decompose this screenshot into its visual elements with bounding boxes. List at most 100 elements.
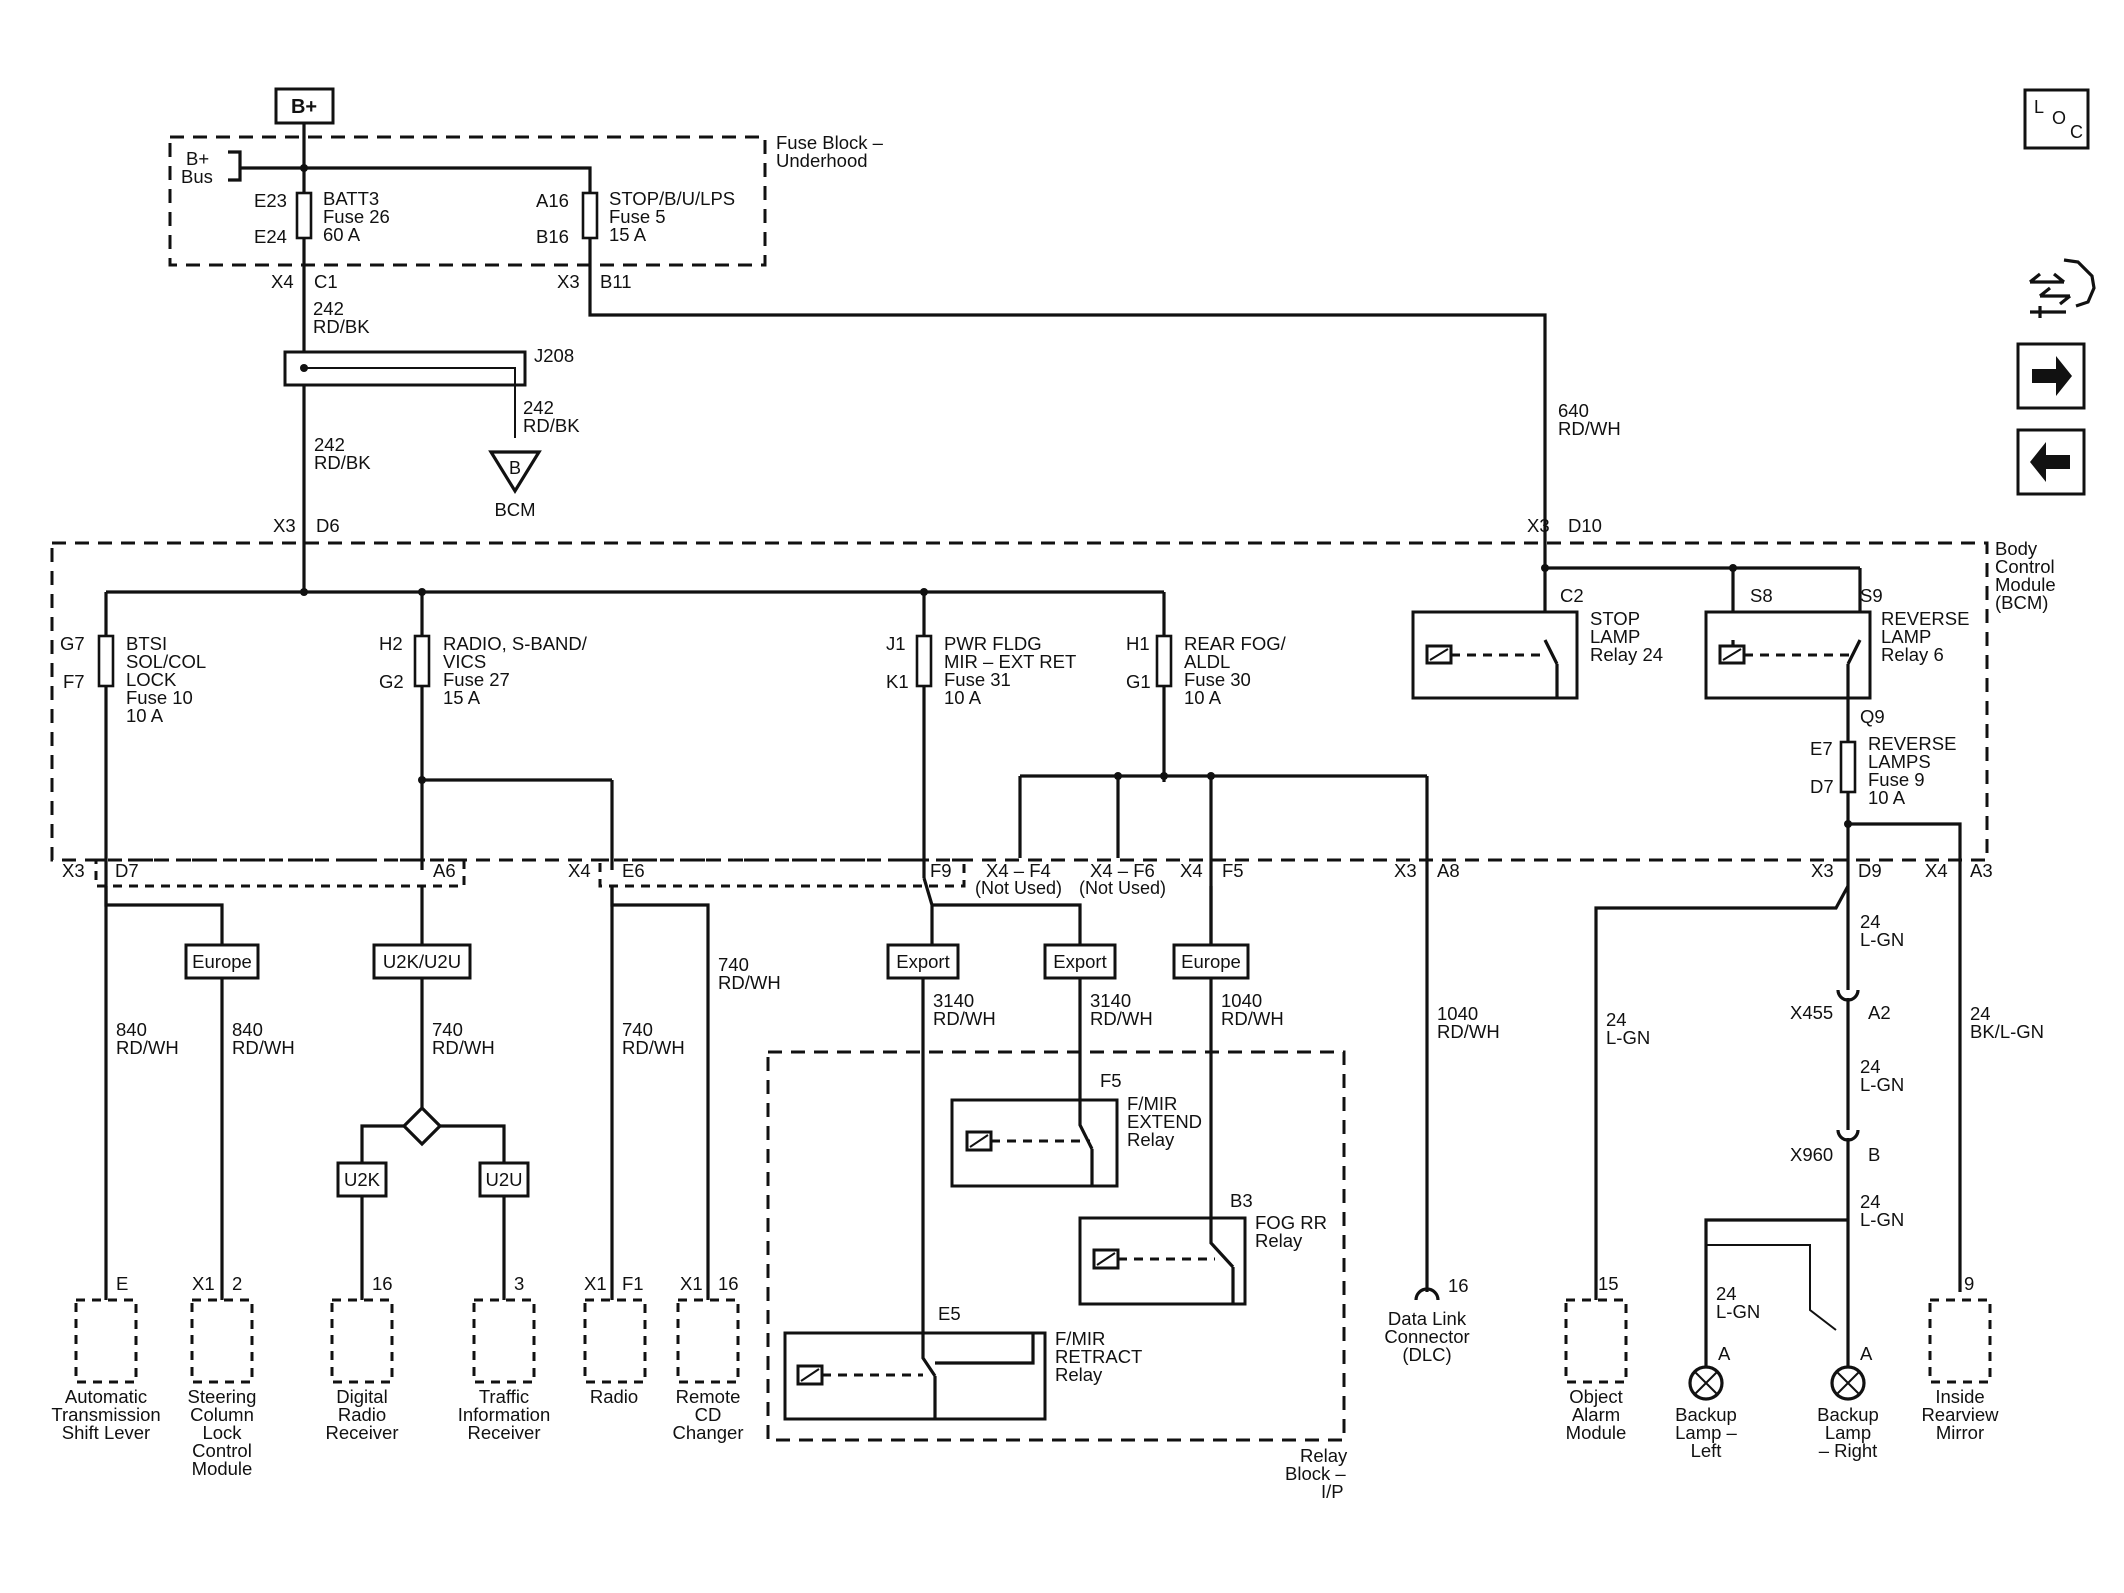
- component-digital-radio-pin: 16: [372, 1273, 393, 1294]
- relay-reverse-pin-a: S8: [1750, 585, 1773, 606]
- fuse-pwr-fldg-top-pin: J1: [886, 633, 906, 654]
- bcm-in-left-conn: X3: [273, 515, 296, 536]
- fuse-pwr-fldg-line-3: Fuse 31: [944, 669, 1011, 690]
- fuse-rear-fog-line-4: 10 A: [1184, 687, 1222, 708]
- fuse-block-out-left-conn: X4: [271, 271, 294, 292]
- ground-label: BCM: [494, 499, 535, 520]
- fuse-btsi-line-2: SOL/COL: [126, 651, 206, 672]
- component-backup-left-line-3: Left: [1691, 1440, 1722, 1461]
- wire-740-b-number: 740: [622, 1019, 653, 1040]
- component-traffic-line-1: Traffic: [479, 1386, 529, 1407]
- relay-reverse-out-pin: Q9: [1860, 706, 1885, 727]
- bcm-in-right-conn: X3: [1527, 515, 1550, 536]
- connector-x455-pin: A2: [1868, 1002, 1891, 1023]
- loc-button[interactable]: L O C: [2023, 88, 2090, 150]
- radio-circuit: U2K/U2U 740 RD/WH U2K U2U 740 RD/WH 740 …: [336, 886, 781, 1300]
- component-radio-pin: F1: [622, 1273, 644, 1294]
- fuse-stop-top-pin: A16: [536, 190, 569, 211]
- wire-24-d-color: L-GN: [1860, 1209, 1904, 1230]
- fuse-pwr-fldg-bottom-pin: K1: [886, 671, 909, 692]
- component-shift-lever-line-2: Transmission: [51, 1404, 160, 1425]
- loc-letter-l: L: [2034, 97, 2044, 117]
- component-remote-cd: X1 16 Remote CD Changer: [673, 1273, 744, 1443]
- bcm-connector-row: X3 D7 A6 X4 E6 F9 X4 – F4 (Not Used) X4 …: [62, 858, 1993, 898]
- component-steering-column-lock: X1 2 Steering Column Lock Control Module: [188, 1273, 257, 1479]
- fuse-block-title-2: Underhood: [776, 150, 868, 171]
- component-digital-radio-line-3: Receiver: [326, 1422, 399, 1443]
- fuse-rear-fog-line-2: ALDL: [1184, 651, 1230, 672]
- out-a8-conn: X3: [1394, 860, 1417, 881]
- fuse-block-out-right-conn: X3: [557, 271, 580, 292]
- splice-id: J208: [534, 345, 574, 366]
- relay-fog-line-1: FOG RR: [1255, 1212, 1327, 1233]
- relay-extend-line-3: Relay: [1127, 1129, 1175, 1150]
- relay-extend-pin: F5: [1100, 1070, 1122, 1091]
- option-export-2: Export: [1053, 951, 1106, 972]
- component-dlc-line-1: Data Link: [1388, 1308, 1467, 1329]
- fuse-radio-line-1: RADIO, S-BAND/: [443, 633, 588, 654]
- relay-stop-line-3: Relay 24: [1590, 644, 1663, 665]
- out-a3-conn: X4: [1925, 860, 1948, 881]
- fuse-btsi-line-1: BTSI: [126, 633, 167, 654]
- component-traffic-pin: 3: [514, 1273, 524, 1294]
- component-steering-line-2: Column: [190, 1404, 254, 1425]
- component-remote-cd-line-1: Remote: [676, 1386, 741, 1407]
- fuse-btsi-line-4: Fuse 10: [126, 687, 193, 708]
- wire-3140-a-color: RD/WH: [933, 1008, 996, 1029]
- body-control-module: Body Control Module (BCM) X3 D6 X3 D10 G…: [50, 390, 2056, 1300]
- loc-letter-o: O: [2052, 108, 2066, 128]
- wire-3140-a-number: 3140: [933, 990, 974, 1011]
- component-mirror-line-3: Mirror: [1936, 1422, 1984, 1443]
- bcm-in-left-pin: D6: [316, 515, 340, 536]
- out-e6-pin: E6: [622, 860, 645, 881]
- fuse-stop-bottom-pin: B16: [536, 226, 569, 247]
- component-object-alarm-line-1: Object: [1569, 1386, 1622, 1407]
- out-d7-pin: D7: [115, 860, 139, 881]
- component-mirror-line-1: Inside: [1935, 1386, 1984, 1407]
- wire-740-c-number: 740: [718, 954, 749, 975]
- relay-extend-line-2: EXTEND: [1127, 1111, 1202, 1132]
- fuse-pwr-fldg-line-4: 10 A: [944, 687, 982, 708]
- fuse-radio-line-4: 15 A: [443, 687, 481, 708]
- arrow-left-icon[interactable]: [2016, 428, 2086, 496]
- relay-block-title-1: Relay: [1300, 1445, 1348, 1466]
- component-mirror-pin: 9: [1964, 1273, 1974, 1294]
- component-digital-radio-line-1: Digital: [336, 1386, 387, 1407]
- component-dlc-line-3: (DLC): [1402, 1344, 1451, 1365]
- relay-extend-line-1: F/MIR: [1127, 1093, 1177, 1114]
- fuse-batt-bottom-pin: E24: [254, 226, 287, 247]
- component-radio: X1 F1 Radio: [583, 1273, 647, 1407]
- wire-840-b-number: 840: [232, 1019, 263, 1040]
- component-steering-line-4: Control: [192, 1440, 252, 1461]
- fuse-rear-fog-line-3: Fuse 30: [1184, 669, 1251, 690]
- fuse-rear-fog-top-pin: H1: [1126, 633, 1150, 654]
- fuse-reverse-bottom-pin: D7: [1810, 776, 1834, 797]
- option-u2k-u2u: U2K/U2U: [383, 951, 461, 972]
- fuse-stop-line-2: Fuse 5: [609, 206, 666, 227]
- fuse-block-out-right-pin: B11: [600, 271, 632, 292]
- wire-840-a-color: RD/WH: [116, 1037, 179, 1058]
- vehicle-service-icon[interactable]: [2029, 258, 2096, 318]
- splice-j208: 242 RD/BK J208 242 RD/BK B BCM 242 RD/BK: [283, 298, 580, 520]
- option-export-1: Export: [896, 951, 949, 972]
- component-shift-lever-line-3: Shift Lever: [62, 1422, 150, 1443]
- power-folding-mirror-circuit: Export Export 3140 RD/WH 3140 RD/WH: [886, 877, 1153, 1330]
- out-d7-conn: X3: [62, 860, 85, 881]
- component-dlc-pin: 16: [1448, 1275, 1469, 1296]
- component-backup-right-line-1: Backup: [1817, 1404, 1879, 1425]
- option-europe-2: Europe: [1181, 951, 1241, 972]
- out-f4-pin: (Not Used): [975, 878, 1062, 898]
- fuse-btsi-bottom-pin: F7: [63, 671, 85, 692]
- wire-24-e-number: 24: [1716, 1283, 1737, 1304]
- fuse-radio-bottom-pin: G2: [379, 671, 404, 692]
- relay-retract-pin: E5: [938, 1303, 961, 1324]
- component-traffic-line-2: Information: [458, 1404, 551, 1425]
- fuse-pwr-fldg-line-1: PWR FLDG: [944, 633, 1042, 654]
- component-backup-lamp-right: A Backup Lamp – Right: [1817, 1300, 1879, 1461]
- component-mirror-line-2: Rearview: [1921, 1404, 1999, 1425]
- wire-242-in-1: 242: [313, 298, 344, 319]
- component-remote-cd-line-3: Changer: [673, 1422, 744, 1443]
- arrow-right-icon[interactable]: [2016, 342, 2086, 410]
- component-steering-line-5: Module: [192, 1458, 253, 1479]
